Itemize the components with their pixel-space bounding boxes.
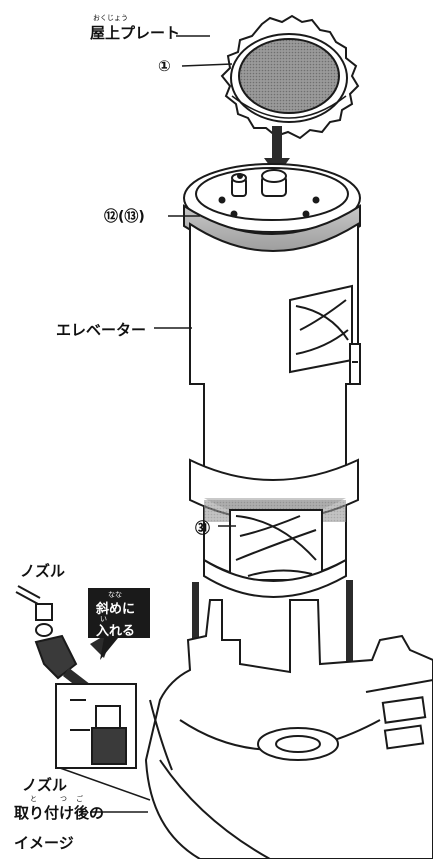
insert-badge-line1: 斜めに [96,602,136,617]
insert-ruby-1: なな [108,591,122,599]
callout-1: ① [158,57,171,75]
elevator-label: エレベーター [56,321,147,339]
rooftop-plate-ruby: おくじょう [93,14,128,22]
base [144,599,433,860]
after-nozzle-line2: 取り付け後の [14,804,105,822]
rooftop-plate [220,14,360,140]
after-nozzle-ruby-1: と [30,795,37,803]
callout-31: ㉛ [195,519,211,537]
insert-badge-shape [88,588,150,660]
after-nozzle-ruby-3: ご [76,795,83,803]
rooftop-plate-label: 屋上プレート [90,24,181,42]
after-nozzle-line3: イメージ [14,834,74,852]
insert-ruby-2: い [100,615,107,623]
insert-badge-line2: 入れる [96,624,136,639]
callout-12-13: ⑫(⑬) [104,209,145,225]
nozzle-label: ノズル [20,562,66,580]
after-nozzle-ruby-2: つ [60,795,67,803]
leader-lines [59,35,236,813]
after-nozzle-line1: ノズル [22,776,68,794]
elevator [183,163,361,598]
inset-box [55,683,137,769]
